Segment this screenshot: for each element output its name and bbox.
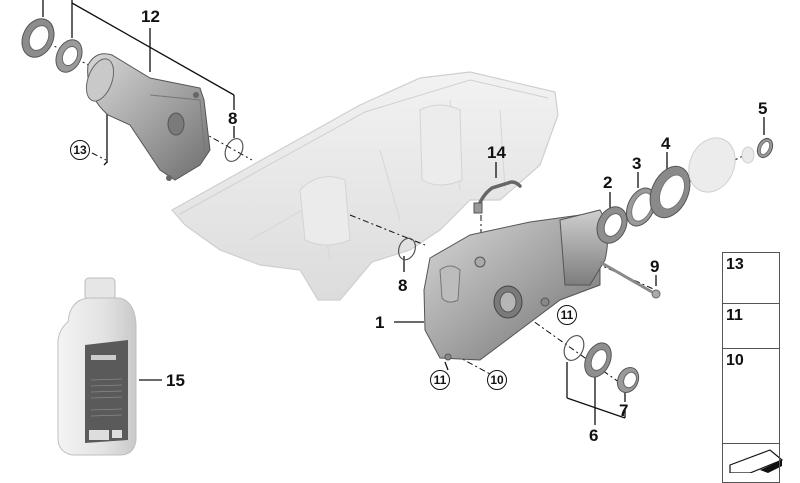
axle-tube-bracket xyxy=(85,53,211,181)
side-panel-num: 13 xyxy=(726,256,744,273)
differential-housing xyxy=(423,209,609,361)
seal-ring-top-2 xyxy=(55,39,83,73)
label-15: 15 xyxy=(166,371,185,390)
label-5: 5 xyxy=(758,99,768,118)
label-13-circled: 13 xyxy=(70,140,90,160)
vent-fitting xyxy=(473,202,483,214)
side-panel-item-10: 10 xyxy=(722,348,780,444)
leader-lines-top xyxy=(42,0,235,166)
label-7: 7 xyxy=(619,401,629,420)
side-fastener-symbol xyxy=(729,449,784,474)
label-10-circled: 10 xyxy=(487,370,507,390)
label-9: 9 xyxy=(650,257,660,276)
parts-diagram xyxy=(21,0,784,474)
bolt-9 xyxy=(599,260,661,299)
seal-2 xyxy=(596,206,628,244)
diagram-svg xyxy=(21,0,784,474)
label-6: 6 xyxy=(589,426,599,445)
snap-ring-5 xyxy=(756,137,774,159)
label-3: 3 xyxy=(632,154,642,173)
label-8-top: 8 xyxy=(228,109,238,128)
leader-lines-main xyxy=(139,117,765,425)
label-14: 14 xyxy=(487,143,506,162)
label-11-circled-lower: 11 xyxy=(430,370,450,390)
label-4: 4 xyxy=(661,134,671,153)
seal-ring-top-1 xyxy=(21,18,55,58)
side-panel-item-11: 11 xyxy=(722,303,780,349)
oil-bottle xyxy=(57,277,137,456)
label-2: 2 xyxy=(603,173,613,192)
side-panel-num: 11 xyxy=(726,307,743,324)
dust-cover-4 xyxy=(649,165,691,219)
shim-3 xyxy=(625,187,657,227)
o-ring-lower xyxy=(563,335,585,361)
seal-6 xyxy=(584,342,612,378)
oil-pan-ghost xyxy=(171,71,559,301)
seal-7 xyxy=(616,366,640,394)
label-11-circled-side: 11 xyxy=(557,305,577,325)
label-8-mid: 8 xyxy=(398,276,408,295)
o-ring-8-mid xyxy=(397,237,417,261)
label-1: 1 xyxy=(375,313,385,332)
side-panel-num: 10 xyxy=(726,352,744,369)
o-ring-8-top xyxy=(224,138,244,162)
label-12: 12 xyxy=(141,7,160,26)
flange-ghost xyxy=(688,137,755,193)
vent-line xyxy=(475,180,522,212)
side-panel-item-symbol xyxy=(722,443,780,483)
side-panel-item-13: 13 xyxy=(722,252,780,304)
